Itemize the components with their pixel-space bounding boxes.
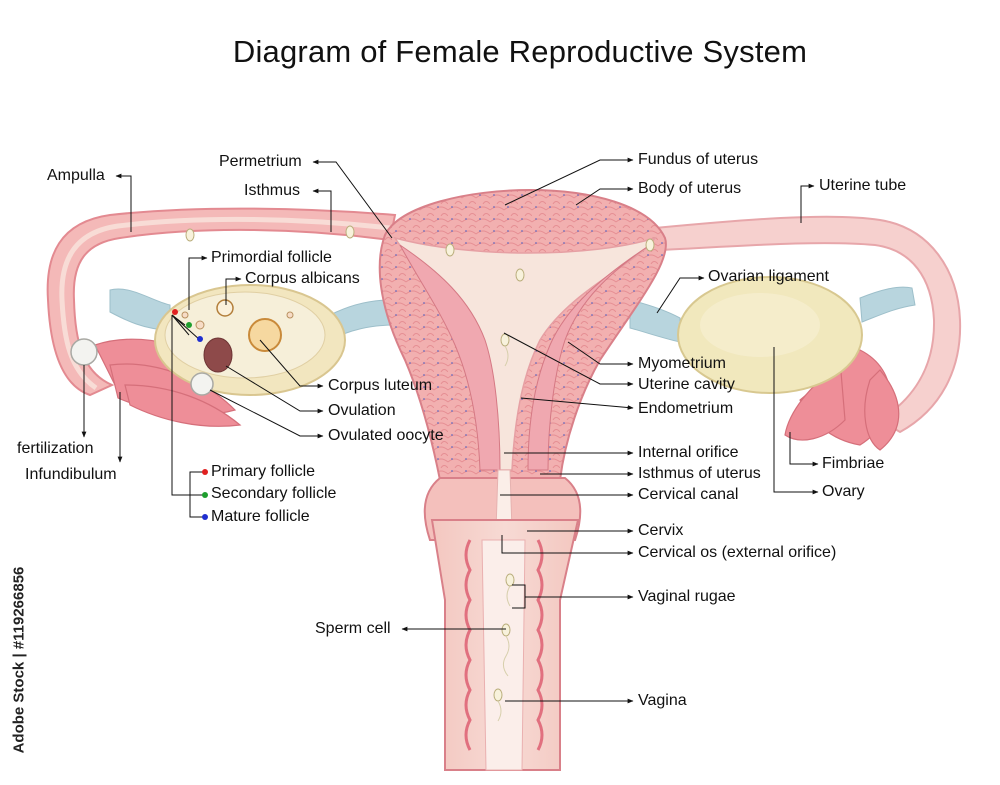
- ovulated-oocyte: [190, 372, 214, 396]
- label-fertilization: fertilization: [17, 440, 94, 457]
- label-ovulated-oocyte: Ovulated oocyte: [328, 427, 444, 444]
- label-ovulation: Ovulation: [328, 402, 396, 419]
- right-ovarian-ligament: [629, 299, 681, 343]
- label-infundibulum: Infundibulum: [25, 466, 117, 483]
- label-ovary: Ovary: [822, 483, 865, 500]
- fertilized-oocyte: [70, 338, 98, 366]
- label-primary-follicle: Primary follicle: [211, 463, 316, 480]
- label-fimbriae: Fimbriae: [822, 455, 885, 472]
- label-isthmus-of-uterus: Isthmus of uterus: [638, 465, 761, 482]
- label-corpus-albicans: Corpus albicans: [245, 270, 360, 287]
- vaginal-rugae-right: [536, 539, 544, 751]
- label-cervix: Cervix: [638, 522, 684, 539]
- label-cervical-os: Cervical os (external orifice): [638, 544, 837, 561]
- label-mature-follicle: Mature follicle: [211, 508, 310, 525]
- sperm-tails: [497, 345, 511, 722]
- label-body-of-uterus: Body of uterus: [638, 180, 742, 197]
- endometrium-right: [527, 244, 651, 471]
- right-ligament-outer: [859, 286, 916, 323]
- sperm-cells: [185, 225, 655, 702]
- leader-lines: [81, 157, 819, 704]
- label-primordial-follicle: Primordial follicle: [211, 249, 332, 266]
- vaginal-canal: [481, 539, 526, 771]
- right-uterine-tube: [653, 215, 962, 434]
- right-ovary: [677, 276, 863, 394]
- follicle-markers: [172, 309, 208, 520]
- label-vaginal-rugae: Vaginal rugae: [638, 588, 736, 605]
- label-uterine-tube: Uterine tube: [819, 177, 907, 194]
- stock-watermark: Adobe Stock | #119266856: [4, 550, 34, 770]
- label-sperm-cell: Sperm cell: [315, 620, 391, 637]
- label-vagina: Vagina: [638, 692, 687, 709]
- vaginal-rugae-left: [464, 539, 472, 751]
- label-corpus-luteum: Corpus luteum: [328, 377, 433, 394]
- label-isthmus: Isthmus: [244, 182, 301, 199]
- label-cervical-canal: Cervical canal: [638, 486, 739, 503]
- label-endometrium: Endometrium: [638, 400, 734, 417]
- label-ovarian-ligament: Ovarian ligament: [708, 268, 829, 285]
- left-tube-lumen: [59, 216, 391, 391]
- label-myometrium: Myometrium: [638, 355, 727, 372]
- label-ampulla: Ampulla: [47, 167, 105, 184]
- left-ovary: [154, 284, 346, 396]
- diagram-title: Diagram of Female Reproductive System: [232, 34, 808, 69]
- label-fundus-of-uterus: Fundus of uterus: [638, 151, 759, 168]
- label-uterine-cavity: Uterine cavity: [638, 376, 735, 393]
- stock-watermark-text: Adobe Stock | #119266856: [10, 566, 28, 754]
- label-internal-orifice: Internal orifice: [638, 444, 739, 461]
- label-permetrium: Permetrium: [219, 153, 302, 170]
- label-secondary-follicle: Secondary follicle: [211, 485, 337, 502]
